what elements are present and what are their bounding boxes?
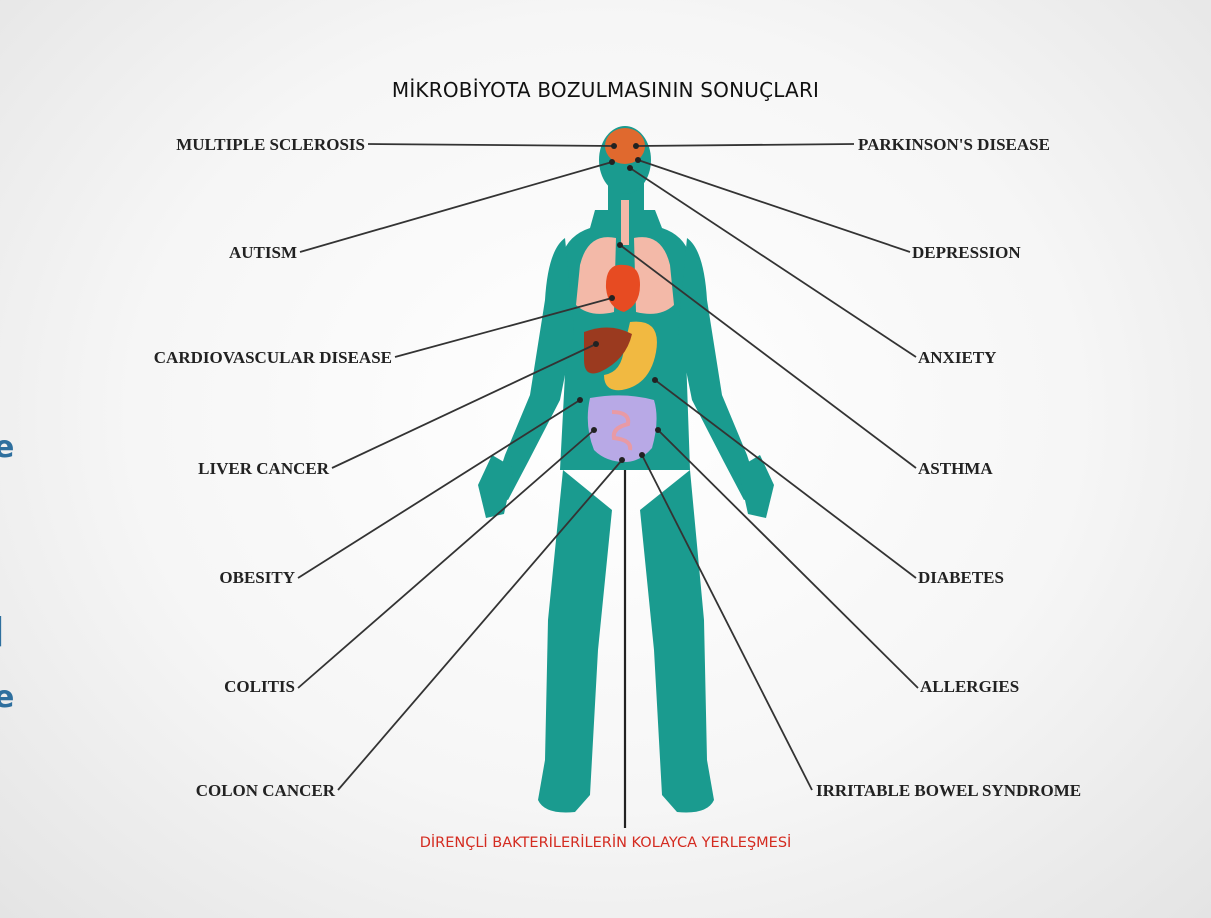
line-parkinsons bbox=[636, 144, 854, 146]
trachea bbox=[621, 200, 629, 245]
intestines bbox=[588, 395, 657, 462]
label-cardiovascular-disease: CARDIOVASCULAR DISEASE bbox=[154, 348, 392, 368]
label-allergies: ALLERGIES bbox=[920, 677, 1019, 697]
label-colitis: COLITIS bbox=[224, 677, 295, 697]
label-depression: DEPRESSION bbox=[912, 243, 1021, 263]
cropped-text-fragment: e bbox=[0, 430, 14, 465]
line-autism bbox=[300, 162, 612, 252]
label-diabetes: DIABETES bbox=[918, 568, 1004, 588]
right-arm bbox=[678, 238, 760, 500]
diagram-title: MİKROBİYOTA BOZULMASININ SONUÇLARI bbox=[0, 78, 1211, 102]
label-anxiety: ANXIETY bbox=[918, 348, 996, 368]
label-colon-cancer: COLON CANCER bbox=[196, 781, 335, 801]
cropped-text-fragment: e bbox=[0, 680, 14, 715]
label-asthma: ASTHMA bbox=[918, 459, 993, 479]
cropped-text-fragment: | bbox=[0, 612, 5, 647]
left-leg bbox=[538, 470, 612, 813]
bottom-note: DİRENÇLİ BAKTERİLERİLERİN KOLAYCA YERLEŞ… bbox=[0, 835, 1211, 851]
label-irritable-bowel-syndrome: IRRITABLE BOWEL SYNDROME bbox=[816, 781, 1081, 801]
line-obesity bbox=[298, 400, 580, 578]
right-leg bbox=[640, 470, 714, 813]
line-multiple-sclerosis bbox=[368, 144, 614, 146]
label-multiple-sclerosis: MULTIPLE SCLEROSIS bbox=[176, 135, 365, 155]
label-parkinsons-disease: PARKINSON'S DISEASE bbox=[858, 135, 1050, 155]
label-obesity: OBESITY bbox=[219, 568, 295, 588]
label-liver-cancer: LIVER CANCER bbox=[198, 459, 329, 479]
label-autism: AUTISM bbox=[229, 243, 297, 263]
